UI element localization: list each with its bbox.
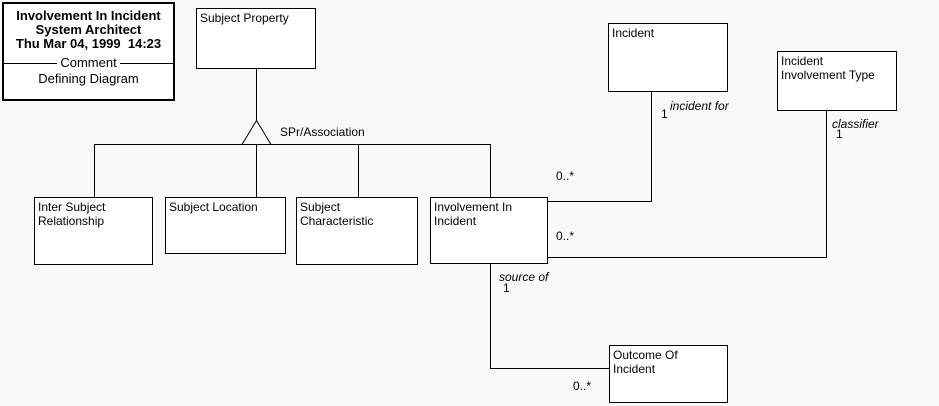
comment-label: Comment — [60, 55, 117, 70]
label-multiplicity-one-incident: 1 — [661, 107, 668, 121]
label-multiplicity-many-incident: 0..* — [556, 169, 575, 183]
label-association-name: SPr/Association — [280, 125, 365, 139]
class-label-incident: Incident — [612, 26, 655, 40]
class-label-outcome-of-incident: Outcome Of Incident — [613, 348, 678, 376]
class-label-inter-subject-relationship: Inter Subject Relationship — [38, 200, 106, 228]
separator-line-right — [119, 62, 174, 64]
class-label-incident-involvement-type: Incident Involvement Type — [781, 54, 875, 82]
connector-classifier-horizontal — [548, 257, 827, 258]
class-box-subject-characteristic[interactable]: Subject Characteristic — [296, 197, 418, 265]
label-incident-for: incident for — [670, 99, 729, 113]
connector-drop-involvement-in-incident — [490, 145, 491, 197]
connector-drop-subject-characteristic — [358, 145, 359, 197]
label-multiplicity-one-classifier: 1 — [836, 127, 843, 141]
class-box-outcome-of-incident[interactable]: Outcome Of Incident — [609, 345, 728, 403]
class-box-subject-property[interactable]: Subject Property — [196, 8, 316, 69]
class-label-subject-location: Subject Location — [169, 200, 258, 214]
label-multiplicity-many-outcome: 0..* — [573, 379, 592, 393]
class-box-subject-location[interactable]: Subject Location — [165, 197, 286, 254]
connector-subject-property-stem — [256, 69, 257, 120]
connector-subtype-bus — [94, 144, 491, 145]
comment-text: Defining Diagram — [38, 71, 139, 86]
subtype-triangle-icon — [241, 120, 272, 145]
class-label-subject-characteristic: Subject Characteristic — [300, 200, 374, 228]
connector-drop-subject-location — [256, 145, 257, 197]
label-multiplicity-one-source: 1 — [503, 281, 510, 295]
class-box-incident-involvement-type[interactable]: Incident Involvement Type — [777, 51, 897, 111]
label-classifier: classifier — [832, 117, 879, 131]
diagram-title-box: Involvement In Incident System Architect… — [2, 2, 175, 101]
class-label-subject-property: Subject Property — [200, 11, 289, 25]
class-box-inter-subject-relationship[interactable]: Inter Subject Relationship — [34, 197, 153, 265]
comment-separator: Comment — [4, 55, 174, 70]
connector-incident-for-vertical — [651, 92, 652, 202]
connector-drop-inter-subject-relationship — [94, 145, 95, 197]
class-box-involvement-in-incident[interactable]: Involvement In Incident — [430, 197, 548, 264]
diagram-timestamp: Thu Mar 04, 1999 14:23 — [15, 36, 162, 51]
connector-source-of-horizontal — [490, 368, 609, 369]
connector-source-of-vertical — [490, 264, 491, 369]
diagram-subtitle: System Architect — [35, 22, 142, 37]
connector-incident-for-horizontal — [548, 201, 652, 202]
connector-classifier-vertical — [826, 111, 827, 258]
class-label-involvement-in-incident: Involvement In Incident — [434, 200, 513, 228]
separator-line-left — [4, 62, 58, 64]
diagram-title: Involvement In Incident — [16, 8, 161, 23]
label-source-of: source of — [499, 270, 549, 284]
class-box-incident[interactable]: Incident — [608, 23, 728, 92]
label-multiplicity-many-classifier: 0..* — [556, 229, 575, 243]
